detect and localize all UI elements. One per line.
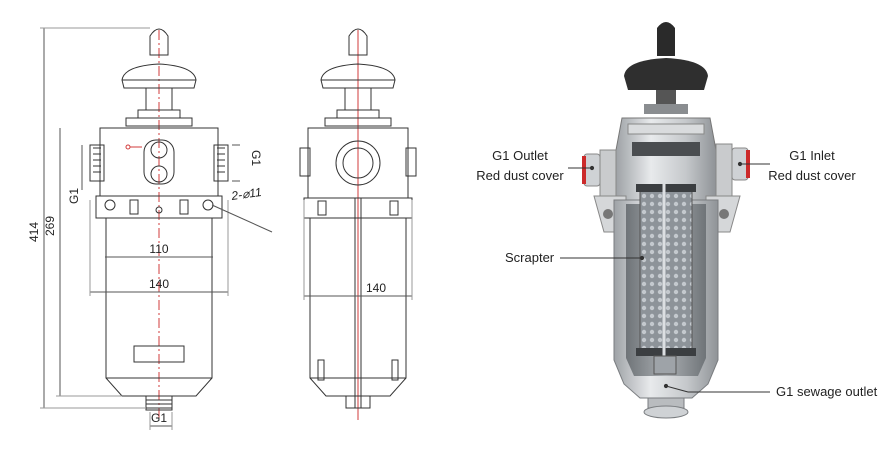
dim-total-height: 414	[27, 222, 41, 242]
dim-width-140-side: 140	[366, 281, 386, 295]
side-view	[299, 28, 417, 420]
scraper-label: Scrapter	[505, 250, 555, 265]
front-knob	[149, 28, 169, 56]
filter-mesh	[639, 189, 693, 351]
callout-lines	[560, 161, 770, 393]
side-dimension-labels: 140	[366, 281, 386, 295]
outlet-label-line1: G1 Outlet	[492, 148, 548, 163]
front-dimension-labels: 414 269 110 140 G1 G1 G1 2-⌀11	[27, 150, 263, 425]
dim-width-110: 110	[149, 242, 168, 256]
dim-width-140-front: 140	[149, 277, 169, 291]
dim-port-left: G1	[67, 188, 81, 204]
black-knob	[657, 22, 675, 56]
front-view	[40, 27, 273, 430]
dim-port-bottom: G1	[151, 411, 167, 425]
dim-port-right: G1	[249, 150, 263, 166]
inlet-label-line1: G1 Inlet	[789, 148, 835, 163]
cutaway-render	[582, 22, 750, 419]
sewage-outlet-label: G1 sewage outlet	[776, 384, 878, 399]
inlet-label-line2: Red dust cover	[768, 168, 856, 183]
dim-holes: 2-⌀11	[229, 185, 262, 203]
outlet-label-line2: Red dust cover	[476, 168, 564, 183]
dim-body-height: 269	[43, 216, 57, 236]
black-handwheel	[624, 58, 708, 90]
cutaway-labels: G1 Outlet Red dust cover G1 Inlet Red du…	[476, 148, 877, 399]
